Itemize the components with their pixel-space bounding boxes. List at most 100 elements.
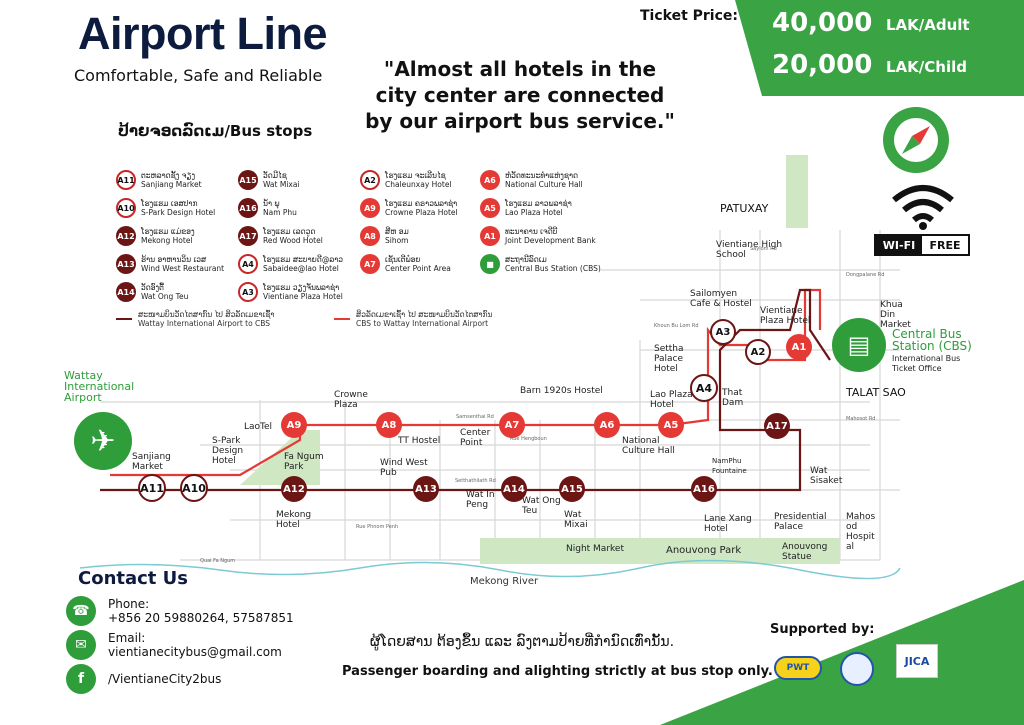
legend-stop-a14: A14 ວັດອົງຕື້Wat Ong Teu: [116, 278, 224, 306]
stop-a11[interactable]: A11: [138, 474, 166, 502]
route-swatch-red: [334, 318, 350, 320]
stop-a6[interactable]: A6: [594, 412, 620, 438]
stop-en: Vientiane Plaza Hotel: [263, 292, 343, 301]
stop-a7[interactable]: A7: [499, 412, 525, 438]
email-value[interactable]: vientianecitybus@gmail.com: [108, 645, 282, 659]
stop-badge: A5: [480, 198, 500, 218]
mekong-river-label: Mekong River: [470, 576, 539, 587]
label-crowne: Crowne Plaza: [334, 390, 368, 410]
khua-din-label: Khua Din Market: [880, 300, 911, 330]
stop-a15[interactable]: A15: [559, 476, 585, 502]
bus-stops-title: ປ້າຍຈອດລົດເມ/Bus stops: [118, 122, 313, 140]
child-price-unit: LAK/Child: [886, 58, 967, 76]
email-label: Email:: [108, 631, 146, 645]
notice-lao: ຜູ້ໂດຍສານ ຕ້ອງຂຶ້ນ ແລະ ລົງຕາມປ້າຍທີ່ກຳນົ…: [370, 634, 675, 650]
stop-badge: A4: [238, 254, 258, 274]
stop-lao: ໂຮງແຮມ ວຽງຈັນພລາຊ່າ: [263, 283, 340, 292]
stop-lao: ໂຮງແຮມ ເລດວູດ: [263, 227, 316, 236]
email-icon: ✉: [66, 630, 96, 660]
stop-lao: ຮ້ານ ອາຫານວິນ ເວສ: [141, 255, 207, 264]
bus-icon: ■: [480, 254, 500, 274]
stop-a1[interactable]: A1: [786, 334, 812, 360]
adult-price: 40,000: [772, 8, 873, 38]
stop-en: Sihom: [385, 236, 409, 245]
stop-badge: A12: [116, 226, 136, 246]
label-laotel: LaoTel: [244, 422, 273, 432]
stop-a12[interactable]: A12: [281, 476, 307, 502]
label-mekong-hotel: Mekong Hotel: [276, 510, 312, 530]
stop-a17[interactable]: A17: [764, 413, 790, 439]
stop-en: Sanjiang Market: [141, 180, 202, 189]
phone-value[interactable]: +856 20 59880264, 57587851: [108, 611, 294, 625]
label-lanexang: Lane Xang Hotel: [704, 514, 752, 534]
label-tt-hostel: TT Hostel: [398, 436, 441, 446]
label-presidential: Presidential Palace: [774, 512, 827, 532]
stop-a10[interactable]: A10: [180, 474, 208, 502]
label-mahosot: Mahos od Hospit al: [846, 512, 876, 552]
stop-lao: ຫໍວັດທະນະທຳແຫ່ງຊາດ: [505, 171, 579, 180]
label-anouvong-park: Anouvong Park: [666, 545, 742, 556]
label-vientiane-hs: Vientiane High School: [716, 240, 783, 260]
stop-en: Central Bus Station (CBS): [505, 264, 601, 273]
adult-price-unit: LAK/Adult: [886, 16, 970, 34]
label-centerpoint: Center Point: [460, 428, 491, 448]
stop-a2[interactable]: A2: [745, 339, 771, 365]
stop-badge: A2: [360, 170, 380, 190]
label-windwest: Wind West Pub: [380, 458, 428, 478]
stop-badge: A15: [238, 170, 258, 190]
stop-lao: ສີຫ ອມ: [385, 227, 409, 236]
notice-en: Passenger boarding and alighting strictl…: [342, 664, 773, 679]
stop-lao: ສະຖານີລົດເມ: [505, 255, 547, 264]
stop-badge: A14: [116, 282, 136, 302]
legend-stop-a1: A1 ທະນາຄານ ເຈດີບີJoint Development Bank: [480, 222, 601, 250]
free-label: FREE: [922, 236, 968, 254]
stop-a4[interactable]: A4: [690, 374, 718, 402]
facebook-value[interactable]: /VientianeCity2bus: [108, 672, 222, 686]
stop-en: National Culture Hall: [505, 180, 583, 189]
stop-badge: A6: [480, 170, 500, 190]
label-barn: Barn 1920s Hostel: [520, 386, 603, 396]
airplane-icon: ✈: [74, 412, 132, 470]
stop-en: S-Park Design Hotel: [141, 208, 216, 217]
stop-a13[interactable]: A13: [413, 476, 439, 502]
street-khoun-bulom: Khoun Bu Lom Rd: [654, 323, 699, 329]
legend-stop-a16: A16 ນ້ຳ ພຸNam Phu: [238, 194, 343, 222]
stop-a9[interactable]: A9: [281, 412, 307, 438]
street-mahosot: Mahosot Rd: [846, 416, 876, 422]
stop-en: Red Wood Hotel: [263, 236, 323, 245]
label-wat-ongteu: Wat Ong Teu: [522, 496, 561, 516]
label-night-market: Night Market: [566, 544, 624, 554]
stop-en: Wat Mixai: [263, 180, 300, 189]
stop-a3[interactable]: A3: [710, 319, 736, 345]
label-sailomyen: Sailomyen Cafe & Hostel: [690, 289, 752, 309]
contact-phone: ☎ Phone: +856 20 59880264, 57587851: [66, 596, 294, 626]
label-lao-plaza: Lao Plaza Hotel: [650, 390, 693, 410]
stop-lao: ວັດອົງຕື້: [141, 283, 164, 292]
stop-lao: ເຊັນເຕີພ໋ອຍ: [385, 255, 421, 264]
label-culture-hall: National Culture Hall: [622, 436, 675, 456]
stop-a16[interactable]: A16: [691, 476, 717, 502]
stop-en: Chaleunxay Hotel: [385, 180, 452, 189]
stop-a5[interactable]: A5: [658, 412, 684, 438]
stop-a14[interactable]: A14: [501, 476, 527, 502]
phone-label: Phone:: [108, 597, 150, 611]
label-namphu: NamPhu Fountaine: [712, 457, 747, 475]
stop-badge: A3: [238, 282, 258, 302]
wifi-label: WI-FI: [876, 236, 922, 254]
ministry-logo-icon: [840, 652, 874, 686]
stop-en: Joint Development Bank: [505, 236, 596, 245]
stop-a8[interactable]: A8: [376, 412, 402, 438]
contact-title: Contact Us: [78, 568, 189, 589]
label-sanjiang: Sanjiang Market: [132, 452, 171, 472]
